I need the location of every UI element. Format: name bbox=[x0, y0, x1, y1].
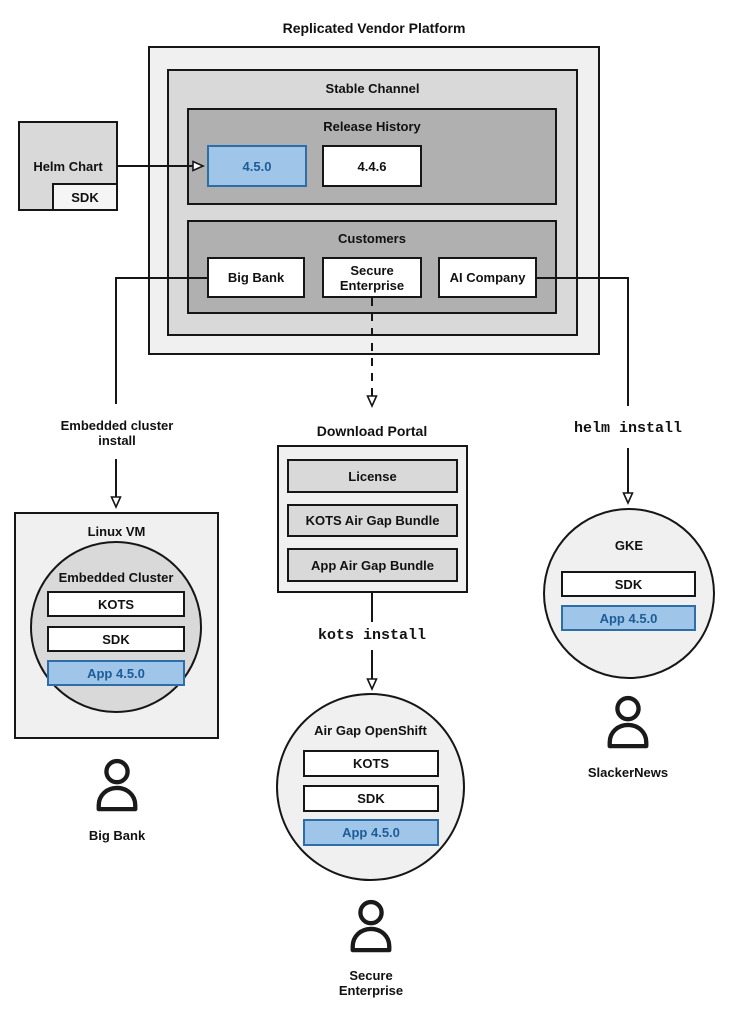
openshift-label: Air Gap OpenShift bbox=[314, 723, 427, 738]
customer-big-bank: Big Bank bbox=[207, 257, 305, 298]
openshift-app-box: App 4.5.0 bbox=[303, 819, 439, 846]
slackernews-user-icon bbox=[603, 695, 653, 753]
embedded-kots-box: KOTS bbox=[47, 591, 185, 617]
helm-install-label: helm install bbox=[573, 420, 683, 437]
person-icon bbox=[350, 899, 392, 953]
portal-kots-bundle-box: KOTS Air Gap Bundle bbox=[287, 504, 458, 537]
openshift-sdk-box: SDK bbox=[303, 785, 439, 812]
portal-license-box: License bbox=[287, 459, 458, 493]
diagram-title: Replicated Vendor Platform bbox=[282, 20, 466, 36]
embedded-cluster-label: Embedded Cluster bbox=[58, 570, 174, 585]
gke-sdk-box: SDK bbox=[561, 571, 696, 597]
person-icon bbox=[607, 695, 649, 749]
gke-label: GKE bbox=[614, 538, 644, 553]
secure-enterprise-user-label: Secure Enterprise bbox=[338, 968, 404, 998]
portal-app-bundle-box: App Air Gap Bundle bbox=[287, 548, 458, 582]
release-4-4-6: 4.4.6 bbox=[322, 145, 422, 187]
embedded-install-label: Embedded cluster install bbox=[60, 418, 174, 448]
release-history-label: Release History bbox=[323, 119, 421, 134]
slackernews-user-label: SlackerNews bbox=[587, 765, 669, 780]
release-4-5-0: 4.5.0 bbox=[207, 145, 307, 187]
customers-label: Customers bbox=[338, 231, 406, 246]
big-bank-user-label: Big Bank bbox=[88, 828, 146, 843]
linux-vm-label: Linux VM bbox=[87, 524, 146, 539]
embedded-sdk-box: SDK bbox=[47, 626, 185, 652]
kots-install-label: kots install bbox=[317, 627, 427, 644]
secure-enterprise-user-icon bbox=[346, 899, 396, 957]
person-icon bbox=[96, 758, 138, 812]
embedded-app-box: App 4.5.0 bbox=[47, 660, 185, 686]
customer-ai-company: AI Company bbox=[438, 257, 537, 298]
download-portal-label: Download Portal bbox=[316, 423, 428, 439]
helm-chart-label: Helm Chart bbox=[33, 159, 103, 174]
gke-app-box: App 4.5.0 bbox=[561, 605, 696, 631]
stable-channel-label: Stable Channel bbox=[325, 81, 420, 96]
customer-secure-enterprise: Secure Enterprise bbox=[322, 257, 422, 298]
big-bank-user-icon bbox=[92, 758, 142, 816]
openshift-kots-box: KOTS bbox=[303, 750, 439, 777]
helm-sdk-box: SDK bbox=[52, 183, 118, 211]
